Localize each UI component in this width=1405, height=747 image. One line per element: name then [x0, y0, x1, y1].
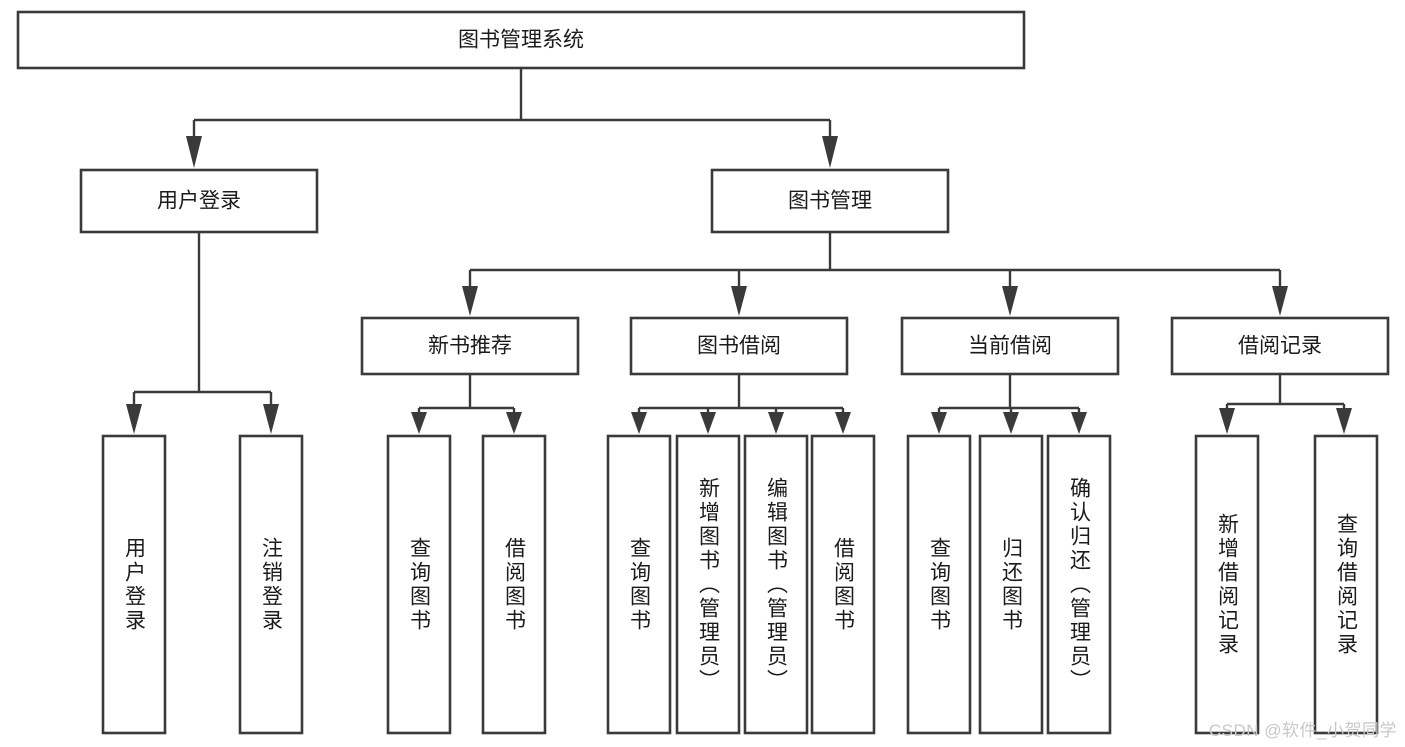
node-new-book-recommend-box[interactable] — [360, 316, 580, 376]
arrowhead-user-login — [186, 136, 202, 168]
node-leaf-query-borrow-record-box[interactable] — [1313, 434, 1379, 735]
node-leaf-borrow-book-1-box[interactable] — [481, 434, 547, 735]
node-borrow-record[interactable]: 借阅记录 — [1170, 316, 1390, 376]
node-user-login-label: 用户登录 — [157, 190, 241, 213]
arrowhead-leaf-add-borrow-record — [1219, 408, 1235, 434]
connector-group-borrow-record — [1219, 374, 1352, 434]
connector-group-user-login — [126, 232, 279, 434]
arrowhead-leaf-user-logout — [263, 404, 279, 434]
arrowhead-book-borrow — [731, 286, 747, 316]
arrowhead-leaf-borrow-book-2 — [835, 412, 851, 434]
node-borrow-record-box[interactable] — [1170, 316, 1390, 376]
node-root[interactable]: 图书管理系统 — [16, 10, 1026, 70]
node-book-borrow-label: 图书借阅 — [697, 335, 781, 358]
connector-group-book-borrow — [631, 374, 851, 434]
node-current-borrow-label: 当前借阅 — [968, 335, 1052, 358]
node-current-borrow-box[interactable] — [900, 316, 1120, 376]
node-root-box[interactable] — [16, 10, 1026, 70]
node-user-login-box[interactable] — [79, 168, 319, 234]
node-new-book-recommend[interactable]: 新书推荐 — [360, 316, 580, 376]
connector-group-new-book-recommend — [411, 374, 522, 434]
node-leaf-add-borrow-record-box[interactable] — [1194, 434, 1260, 735]
arrowhead-borrow-record — [1272, 286, 1288, 316]
arrowhead-new-book-recommend — [462, 286, 478, 316]
node-leaf-return-book-box[interactable] — [978, 434, 1044, 735]
node-leaf-confirm-return-admin-box[interactable] — [1046, 434, 1112, 735]
arrowhead-leaf-add-book-admin — [700, 412, 716, 434]
node-leaf-add-book-admin-box[interactable] — [675, 434, 741, 735]
arrowhead-leaf-borrow-book-1 — [506, 412, 522, 434]
csdn-watermark: CSDN @软件_小贺同学 — [1208, 721, 1397, 740]
node-current-borrow[interactable]: 当前借阅 — [900, 316, 1120, 376]
connector-group-root — [186, 68, 838, 168]
node-leaf-user-logout-box[interactable] — [238, 434, 304, 735]
node-borrow-record-label: 借阅记录 — [1238, 335, 1322, 358]
node-new-book-recommend-label: 新书推荐 — [428, 335, 512, 358]
arrowhead-leaf-query-book-1 — [411, 412, 427, 434]
arrowhead-leaf-user-login — [126, 404, 142, 434]
node-leaf-query-book-3-box[interactable] — [906, 434, 972, 735]
node-leaf-user-login-box[interactable] — [101, 434, 167, 735]
node-leaf-query-book-2-box[interactable] — [606, 434, 672, 735]
node-book-borrow-box[interactable] — [629, 316, 849, 376]
connector-group-current-borrow — [931, 374, 1087, 434]
node-leaf-query-book-1-box[interactable] — [386, 434, 452, 735]
leaf-boxes — [101, 434, 1379, 735]
node-book-borrow[interactable]: 图书借阅 — [629, 316, 849, 376]
arrowhead-leaf-query-book-3 — [931, 412, 947, 434]
arrowhead-leaf-edit-book-admin — [768, 412, 784, 434]
arrowhead-leaf-query-borrow-record — [1336, 408, 1352, 434]
node-book-manage-box[interactable] — [710, 168, 950, 234]
node-book-manage-label: 图书管理 — [788, 190, 872, 213]
arrowhead-book-manage — [822, 136, 838, 168]
arrowhead-leaf-confirm-return-admin — [1071, 412, 1087, 434]
node-leaf-borrow-book-2-box[interactable] — [810, 434, 876, 735]
node-leaf-edit-book-admin-box[interactable] — [743, 434, 809, 735]
arrowhead-leaf-query-book-2 — [631, 412, 647, 434]
node-root-label: 图书管理系统 — [458, 29, 584, 52]
node-user-login[interactable]: 用户登录 — [79, 168, 319, 234]
connector-group-book-manage — [462, 232, 1288, 316]
arrowhead-current-borrow — [1002, 286, 1018, 316]
node-book-manage[interactable]: 图书管理 — [710, 168, 950, 234]
arrowhead-leaf-return-book — [1003, 412, 1019, 434]
